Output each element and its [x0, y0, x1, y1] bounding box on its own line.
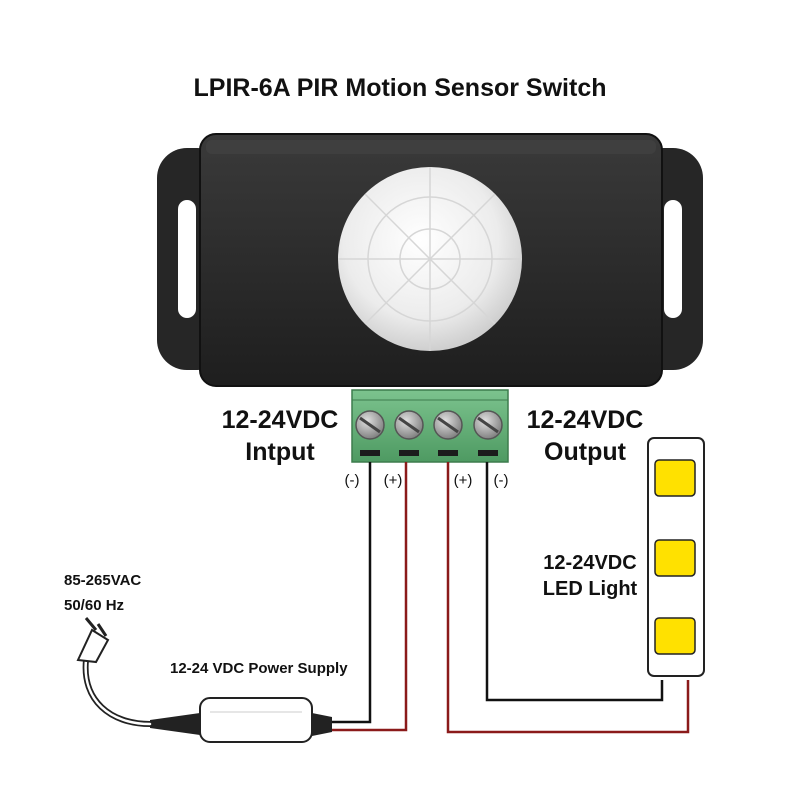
- led-label-voltage: 12-24VDC: [543, 552, 637, 574]
- terminal-screw-1: [355, 410, 385, 440]
- led-chip-2: [654, 539, 696, 577]
- input-label-voltage: 12-24VDC: [221, 406, 339, 434]
- wire-output-positive: [446, 462, 690, 734]
- led-chip-1: [654, 459, 696, 497]
- ac-input-frequency: 50/60 Hz: [64, 597, 125, 614]
- output-label: 12-24VDC Output: [515, 404, 655, 468]
- terminal-1-polarity: (-): [344, 472, 360, 489]
- pir-lens-icon: [338, 167, 522, 351]
- terminal-block: [351, 389, 509, 463]
- led-label-name: LED Light: [542, 578, 638, 600]
- led-light-label: 12-24VDC LED Light: [520, 550, 660, 602]
- input-label-name: Intput: [245, 438, 315, 466]
- terminal-2-polarity: (+): [383, 472, 403, 489]
- wire-input-negative: [330, 462, 372, 724]
- output-label-voltage: 12-24VDC: [526, 406, 644, 434]
- power-supply-label: 12-24 VDC Power Supply: [170, 660, 348, 677]
- output-label-name: Output: [544, 438, 626, 466]
- power-supply: [150, 697, 332, 743]
- ac-plug-icon: [76, 617, 153, 727]
- terminal-screw-2: [394, 410, 424, 440]
- wire-output-negative: [485, 462, 664, 702]
- input-label: 12-24VDC Intput: [205, 404, 355, 468]
- led-strip: [647, 437, 705, 677]
- terminal-4-polarity: (-): [493, 472, 509, 489]
- diagram-title: LPIR-6A PIR Motion Sensor Switch: [193, 74, 607, 102]
- led-chip-3: [654, 617, 696, 655]
- ac-input-voltage: 85-265VAC: [64, 572, 142, 589]
- terminal-3-polarity: (+): [453, 472, 473, 489]
- terminal-screw-3: [433, 410, 463, 440]
- wire-input-positive: [330, 462, 408, 732]
- terminal-screw-4: [473, 410, 503, 440]
